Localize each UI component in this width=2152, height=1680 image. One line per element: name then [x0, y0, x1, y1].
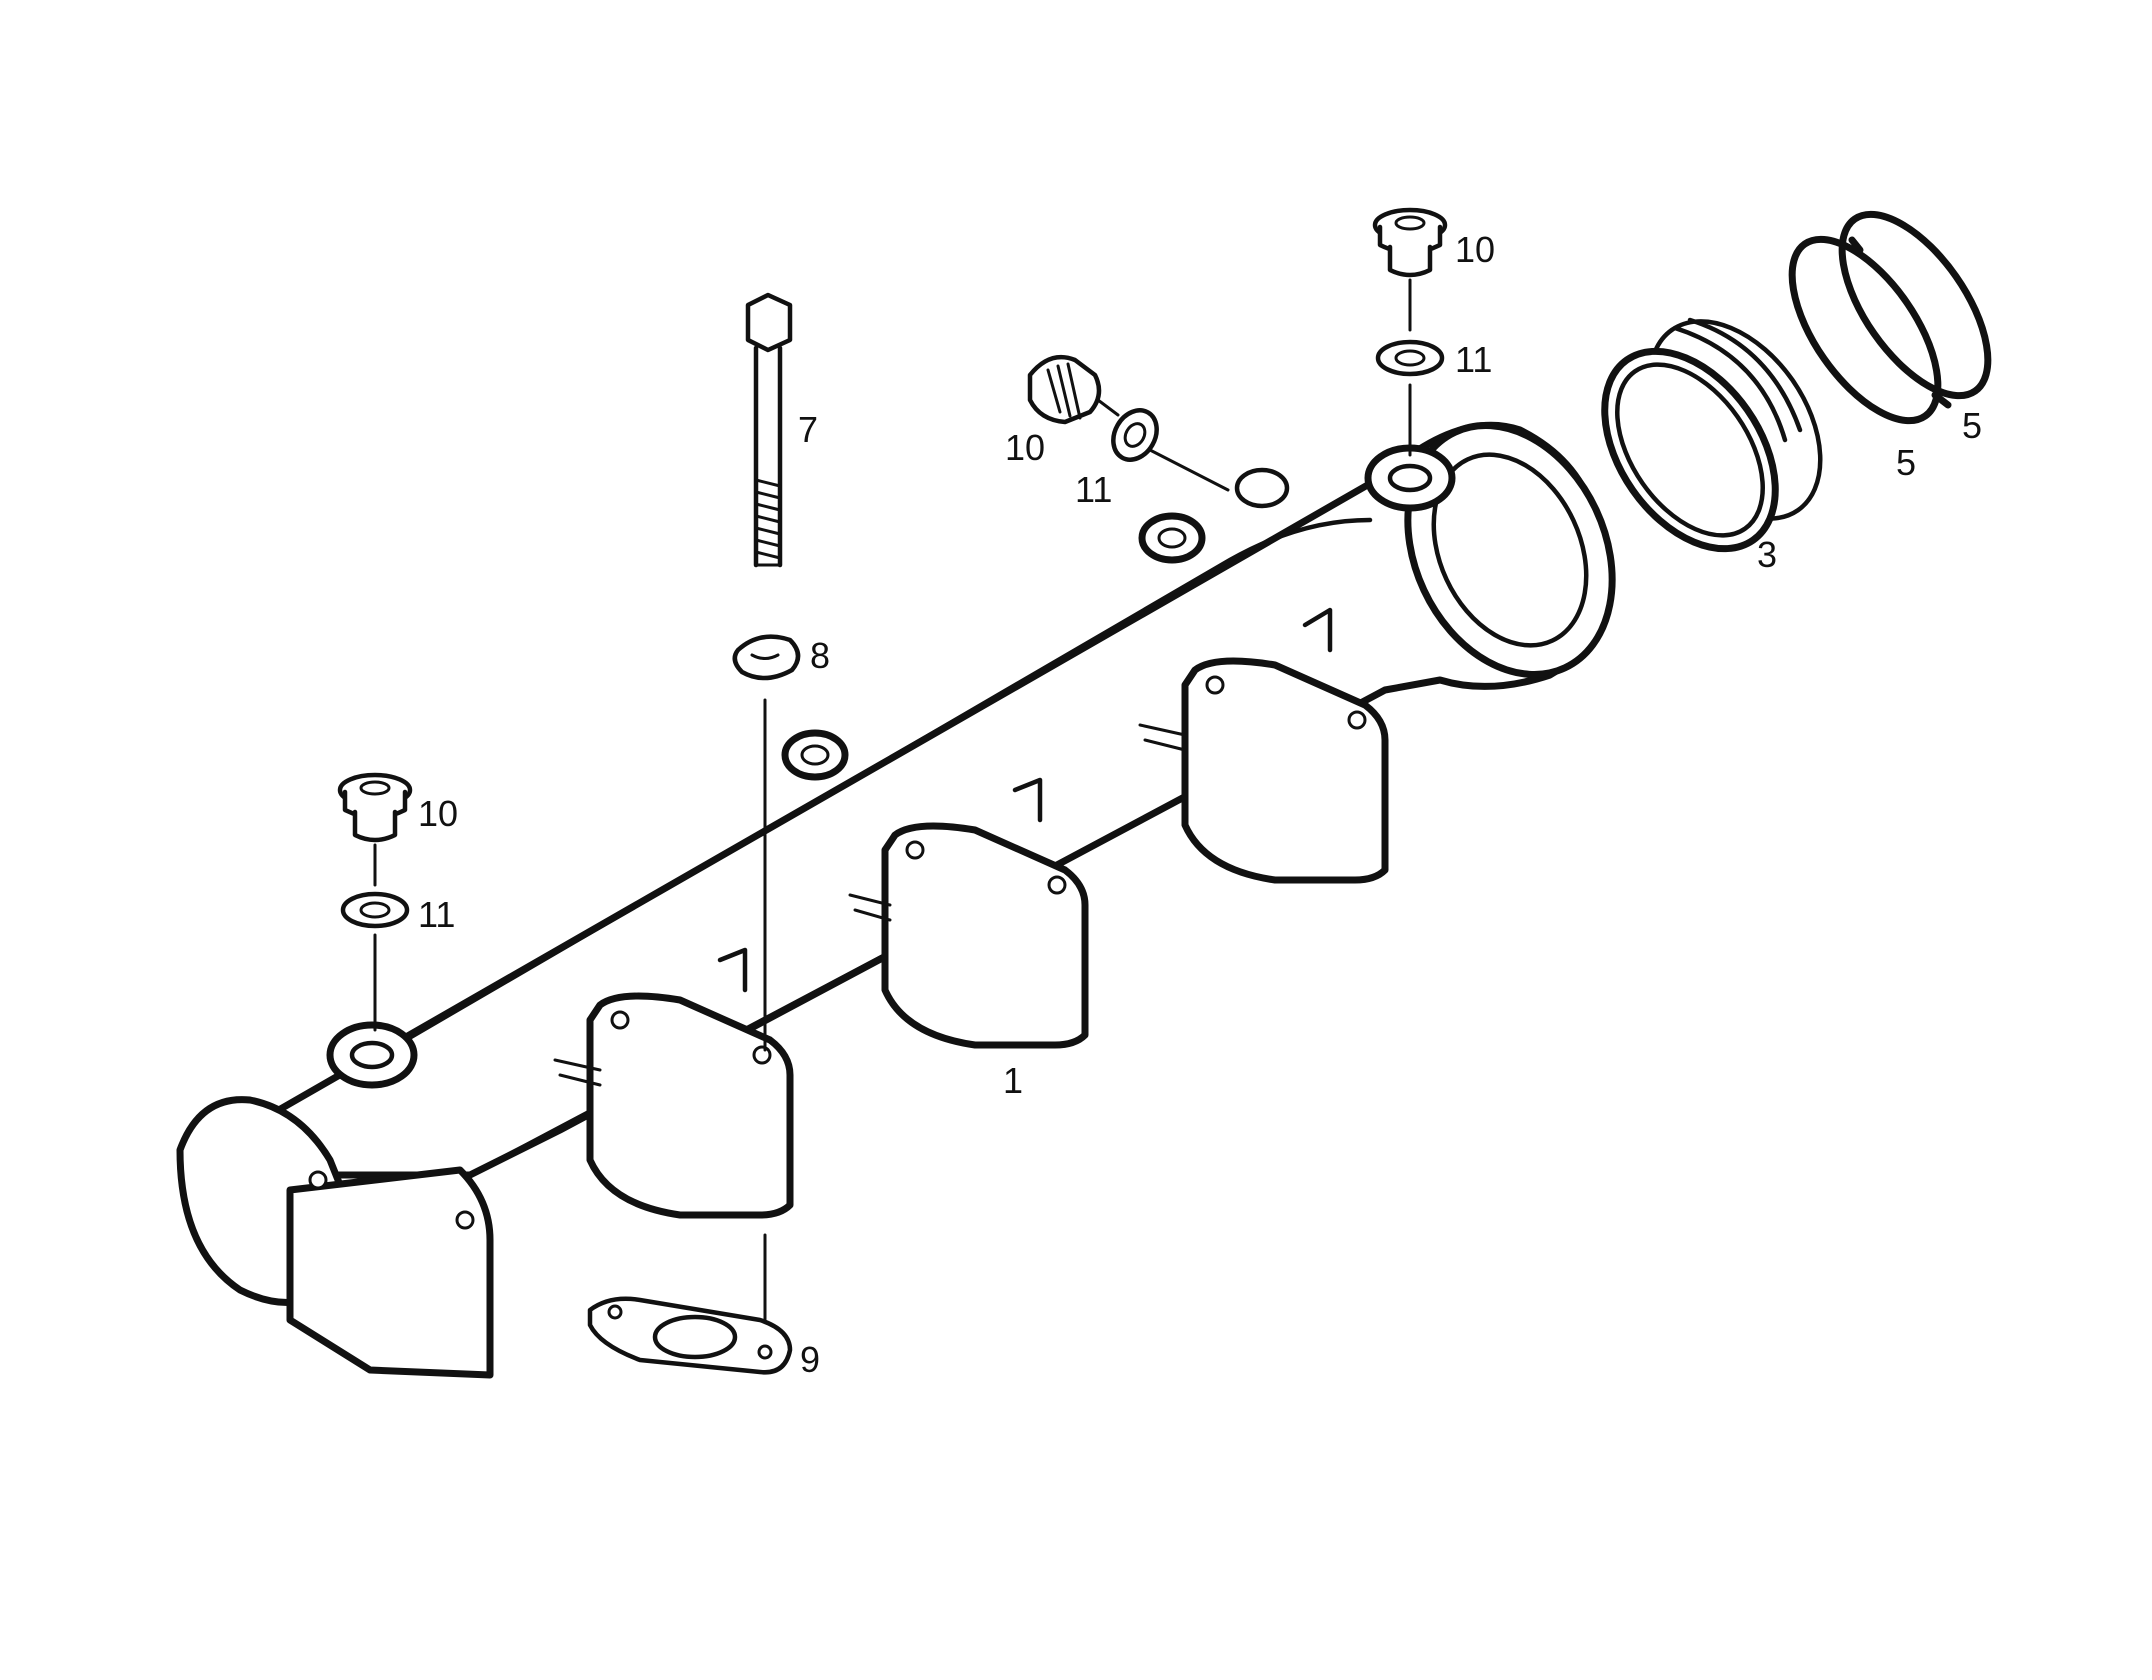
label-ring-outer: 5 [1962, 405, 1982, 446]
label-ring-inner: 5 [1896, 442, 1916, 483]
web-2 [1012, 777, 1043, 823]
runner-neck-3 [1138, 723, 1187, 752]
gasket-center-hole [652, 1314, 738, 1360]
retaining-rings [1788, 210, 1992, 425]
side-plug-axis-1 [1096, 398, 1120, 417]
label-lock-washer: 8 [810, 635, 830, 676]
right-plug-hex [1394, 215, 1426, 231]
runner-neck-1 [553, 1058, 602, 1087]
label-plug-middle: 10 [1005, 427, 1045, 468]
bolt-head [745, 292, 793, 353]
seal-sleeve [1601, 317, 1823, 553]
label-bolt: 7 [798, 409, 818, 450]
gasket-hole-right [757, 1344, 773, 1360]
side-plug-port [1234, 467, 1290, 509]
bolt-boss-mid [781, 729, 849, 781]
left-foot-hole-1 [308, 1170, 328, 1190]
label-washer-middle: 11 [1075, 469, 1112, 510]
gasket-outline [587, 1296, 793, 1375]
side-washer-hole [1123, 422, 1147, 448]
right-plug-thread [1387, 244, 1433, 278]
port-1-hole-a [610, 1010, 630, 1030]
sleeve-front [1601, 347, 1779, 553]
sleeve-band-1 [1687, 317, 1803, 433]
sleeve-front-inner [1615, 362, 1765, 538]
bolt-boss-mid-hole [800, 744, 830, 766]
right-plug-boss-hole [1387, 463, 1433, 493]
gasket-hole-left [607, 1304, 623, 1320]
left-foot-hole-2 [455, 1210, 475, 1230]
right-plug-assembly [1372, 207, 1448, 457]
web-1 [717, 947, 748, 993]
side-plug-thread [1046, 362, 1082, 420]
runner-port-2 [881, 822, 1089, 1049]
ring-inner [1788, 235, 1942, 425]
port-1-hole-b [752, 1045, 772, 1065]
left-washer-hole [359, 901, 391, 919]
label-washer-top-right: 11 [1455, 339, 1492, 380]
left-plug-boss-hole [349, 1040, 395, 1070]
port-2-hole-a [905, 840, 925, 860]
left-plug-hex [359, 780, 391, 796]
bolt-boss-top [1138, 512, 1206, 564]
flange-gasket [587, 1296, 793, 1375]
lock-washer-notch [750, 653, 780, 660]
label-manifold: 1 [1003, 1060, 1023, 1101]
side-plug-assembly [1027, 354, 1230, 492]
left-washer [340, 891, 410, 929]
label-seal-sleeve: 3 [1757, 534, 1777, 575]
manifold-ridge [377, 517, 1373, 1058]
port-3-hole-a [1205, 675, 1225, 695]
ring-outer [1838, 210, 1992, 400]
bolt-boss-top-hole [1157, 527, 1187, 549]
runner-neck-2 [848, 893, 892, 922]
port-2-hole-b [1047, 875, 1067, 895]
side-plug-axis-2 [1148, 448, 1230, 492]
manifold-body [266, 421, 1604, 1179]
ring-outer-gap [1931, 391, 1952, 409]
runner-port-3 [1181, 657, 1389, 884]
right-washer [1375, 339, 1445, 377]
left-mount-foot [286, 1166, 494, 1379]
label-plug-top-right: 10 [1455, 229, 1495, 270]
bolt-thread [754, 478, 782, 567]
label-gasket: 9 [800, 1339, 820, 1380]
left-plug-assembly [337, 772, 413, 1032]
exhaust-manifold [176, 421, 1616, 1379]
web-3 [1302, 607, 1333, 653]
outlet-flange-inner [1431, 452, 1589, 648]
right-washer-hole [1394, 349, 1426, 367]
runner-port-1 [586, 992, 794, 1219]
label-washer-left: 11 [418, 894, 455, 935]
left-plug-boss [326, 1021, 418, 1089]
bolt [745, 292, 793, 568]
ring-inner-gap [1848, 236, 1864, 254]
port-3-hole-b [1347, 710, 1367, 730]
right-plug-boss [1364, 444, 1456, 512]
label-plug-left: 10 [418, 793, 458, 834]
left-plug-thread [352, 809, 398, 843]
sleeve-band-2 [1672, 325, 1788, 443]
outlet-flange [1404, 422, 1616, 678]
side-washer [1111, 408, 1159, 462]
